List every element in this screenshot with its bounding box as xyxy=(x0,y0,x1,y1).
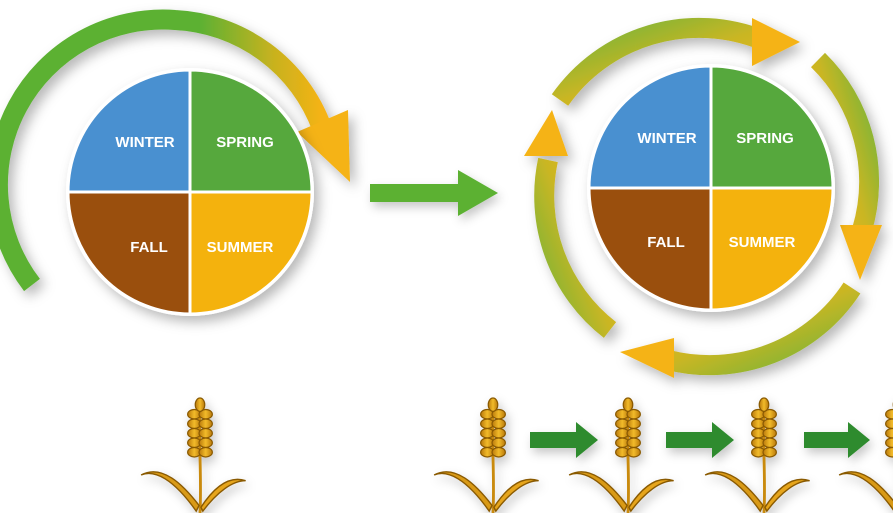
left-winter-label: WINTER xyxy=(115,134,174,151)
wheat-icon-4 xyxy=(837,396,893,513)
transition-arrow xyxy=(370,170,498,216)
left-season-wheel xyxy=(66,68,314,316)
left-wheat-icon xyxy=(139,396,248,513)
wheat-icon-1 xyxy=(432,396,541,513)
left-quadrant-fall xyxy=(66,190,192,316)
multi-cycle-arc-arrows xyxy=(524,17,882,378)
right-quadrant-fall xyxy=(587,186,713,312)
right-quadrant-winter xyxy=(587,64,713,190)
right-winter-label: WINTER xyxy=(637,130,696,147)
right-wheat-sequence xyxy=(432,396,893,513)
left-spring-label: SPRING xyxy=(216,134,274,151)
small-arrow-1 xyxy=(530,422,598,458)
left-fall-label: FALL xyxy=(130,239,168,256)
left-cycle: WINTER SPRING FALL SUMMER xyxy=(0,9,350,316)
right-quadrant-summer xyxy=(709,186,835,312)
right-fall-label: FALL xyxy=(647,234,685,251)
right-season-wheel xyxy=(587,64,835,312)
small-arrow-3 xyxy=(804,422,870,458)
right-quadrant-spring xyxy=(709,64,835,190)
wheat-icon-3 xyxy=(703,396,812,513)
left-quadrant-spring xyxy=(188,68,314,194)
small-arrow-2 xyxy=(666,422,734,458)
right-summer-label: SUMMER xyxy=(729,234,796,251)
left-summer-label: SUMMER xyxy=(207,239,274,256)
left-quadrant-summer xyxy=(188,190,314,316)
right-spring-label: SPRING xyxy=(736,130,794,147)
left-quadrant-winter xyxy=(66,68,192,194)
wheat-icon-2 xyxy=(567,396,676,513)
right-cycle: WINTER SPRING FALL SUMMER xyxy=(524,17,882,378)
single-cycle-arc-arrow xyxy=(0,9,350,292)
